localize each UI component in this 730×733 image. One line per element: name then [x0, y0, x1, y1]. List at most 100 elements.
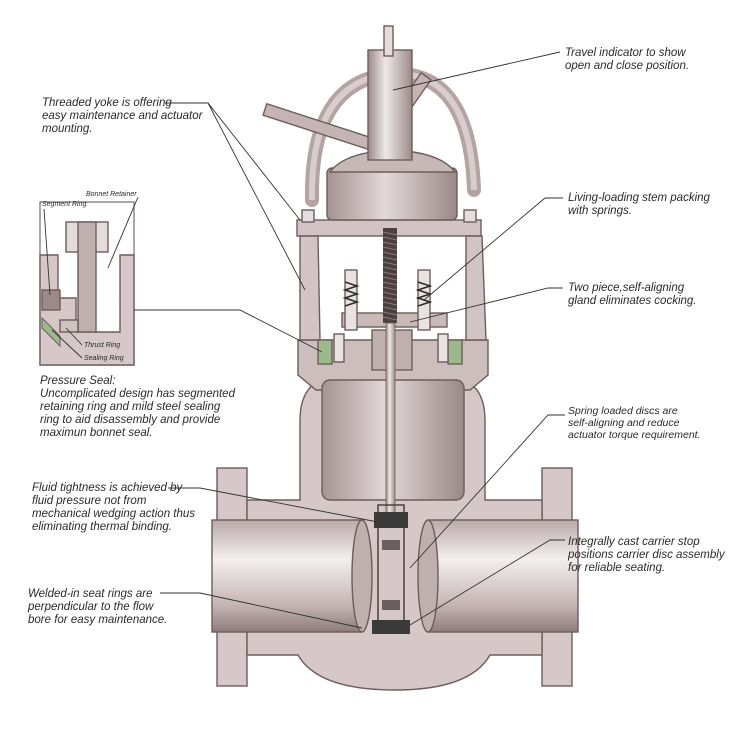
stem-thread [382, 261, 398, 266]
callout-line: Living-loading stem packing [568, 192, 711, 204]
label-sealing-ring: Sealing Ring [84, 355, 124, 362]
leader-live-loading [423, 197, 563, 301]
leader-lines [134, 51, 565, 629]
leader-thrust-ring [65, 327, 83, 346]
stem-thread [382, 301, 398, 306]
leader-pressure-seal [134, 309, 323, 353]
callout-line: bore for easy maintenance. [28, 614, 167, 626]
bonnet-bolt-left [333, 333, 345, 363]
leader-bonnet-retainer [107, 196, 139, 269]
callout-line: mechanical wedging action thus [32, 508, 195, 520]
stem-shaft [385, 322, 396, 514]
stem-thread [382, 291, 398, 296]
yoke-bolt-right [463, 209, 477, 223]
travel-indicator-rod [383, 25, 394, 57]
callout-line: mounting. [42, 123, 93, 135]
leader-seat-rings [160, 592, 363, 629]
leader-carrier-stop [409, 539, 565, 626]
bonnet-bolt-right [437, 333, 449, 363]
label-bonnet-retainer: Bonnet Retainer [86, 191, 137, 198]
stem-thread [382, 276, 398, 281]
leader-segment-ring [43, 208, 51, 296]
callout-line: retaining ring and mild steel sealing [40, 401, 221, 413]
callout-line: eliminating thermal binding. [32, 521, 172, 533]
detail-body-wall [39, 254, 135, 366]
callout-line: positions carrier disc assembly [567, 549, 726, 561]
leader-yoke-2 [207, 102, 306, 291]
detail-bolt [77, 221, 97, 333]
callout-line: perpendicular to the flow [27, 601, 154, 613]
seat-ring-left [351, 519, 373, 633]
yoke [296, 209, 487, 341]
pressure-seal-right [447, 339, 463, 365]
callout-line: maximun bonnet seal. [40, 427, 153, 439]
callout-pressure-seal: Pressure Seal:Uncomplicated design has s… [40, 375, 236, 439]
callout-line: Fluid tightness is achieved by [32, 482, 183, 494]
callout-line: Integrally cast carrier stop [568, 536, 700, 548]
callout-line: Pressure Seal: [40, 375, 115, 387]
yoke-right-leg [465, 235, 487, 341]
disc-spring-lower [382, 600, 400, 610]
bore-left [211, 519, 363, 633]
stem-thread [382, 231, 398, 236]
stem-thread [382, 281, 398, 286]
detail-thrust-ring [59, 319, 79, 333]
disc-spring-upper [382, 540, 400, 550]
detail-sealing-ring [41, 316, 61, 348]
stem-thread [382, 246, 398, 251]
callout-line: with springs. [568, 205, 632, 217]
spring-left-icon [342, 281, 360, 307]
callout-line: Welded-in seat rings are [28, 588, 152, 600]
callout-line: Threaded yoke is offering [42, 97, 172, 109]
callout-line: ring to aid disassembly and provide [40, 414, 220, 426]
bore-right [427, 519, 579, 633]
leader-sealing-ring [51, 329, 83, 359]
seat-ring-right [417, 519, 439, 633]
leader-fluid-tightness [168, 487, 379, 523]
actuator [262, 25, 481, 221]
flow-bore [211, 519, 579, 633]
stem-thread [382, 286, 398, 291]
stem-thread [382, 306, 398, 311]
yoke-left-leg [299, 235, 321, 341]
label-segment-ring: Segment Ring [42, 201, 86, 208]
stem-thread [382, 271, 398, 276]
callout-line: self-aligning and reduce [568, 417, 680, 429]
stem-thread [382, 256, 398, 261]
stem-thread [382, 251, 398, 256]
callout-line: Spring loaded discs are [568, 405, 678, 417]
callout-line: easy maintenance and actuator [42, 110, 204, 122]
carrier-stop [372, 620, 410, 634]
detail-segment-ring [41, 289, 61, 311]
callout-line: Travel indicator to show [565, 47, 686, 59]
callout-line: Two piece,self-aligning [568, 282, 685, 294]
disc-assembly [372, 504, 410, 634]
callout-line: fluid pressure not from [32, 495, 147, 507]
stem-thread [382, 311, 398, 316]
callout-line: for reliable seating. [568, 562, 665, 574]
disc-upper [374, 512, 408, 528]
yoke-bolt-left [301, 209, 315, 223]
pressure-seal-detail: Bonnet Retainer Segment Ring Thrust Ring… [39, 191, 139, 366]
stem-thread [382, 241, 398, 246]
callout-line: gland eliminates cocking. [568, 295, 697, 307]
label-thrust-ring: Thrust Ring [84, 342, 120, 349]
travel-indicator-tube [367, 49, 413, 161]
stem-thread [382, 316, 398, 321]
callout-line: open and close position. [565, 60, 689, 72]
stem-thread [382, 266, 398, 271]
leader-gland [409, 287, 563, 323]
callout-line: Uncomplicated design has segmented [40, 388, 236, 400]
leader-travel-indicator [392, 51, 561, 91]
pressure-seal-left [317, 339, 333, 365]
stem-thread [382, 236, 398, 241]
